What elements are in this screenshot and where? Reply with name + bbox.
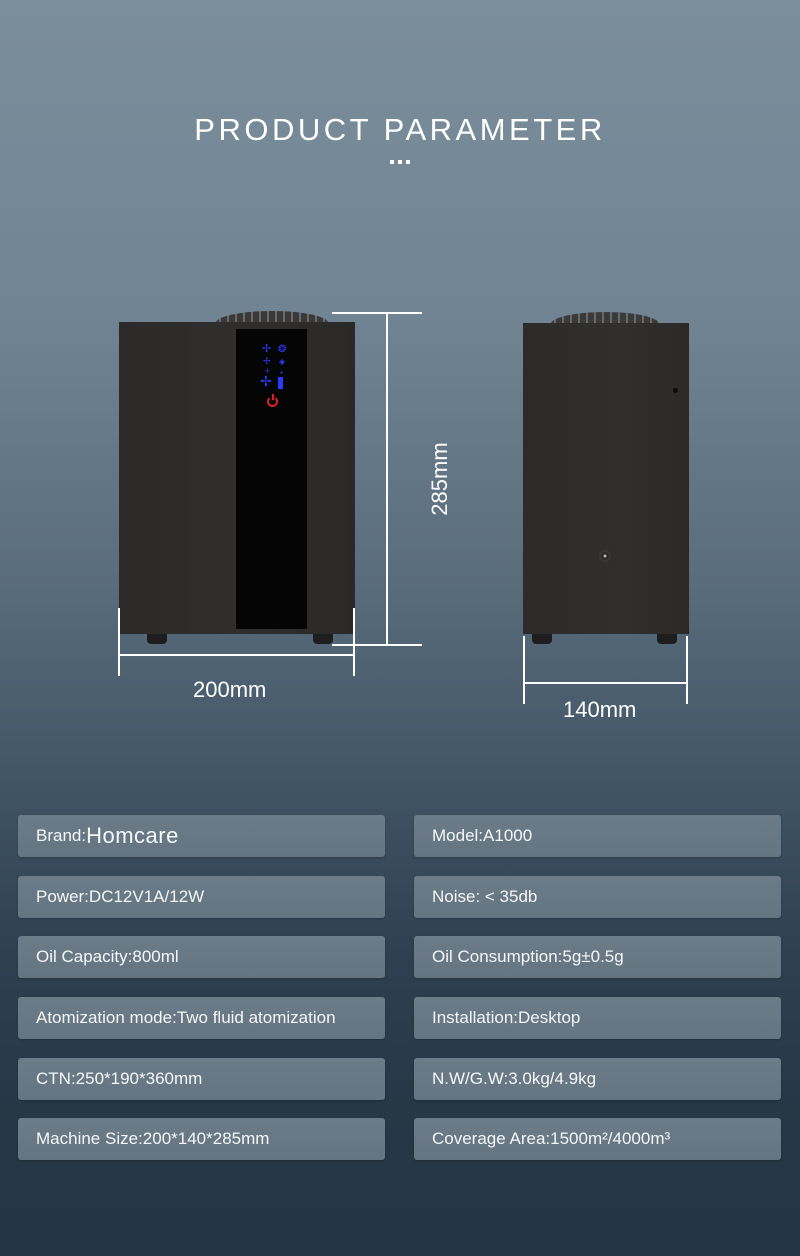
depth-dim-label: 140mm — [563, 697, 637, 722]
panel-icon-group: ✢ ✢ ✢ ✢ ❂ ◉ ● — [258, 343, 288, 407]
spec-atomization-mode: Atomization mode:Two fluid atomization — [18, 997, 385, 1039]
spec-brand: Brand:Homcare — [18, 815, 385, 857]
spec-label: N.W/G.W: — [432, 1069, 509, 1088]
control-panel: ✢ ✢ ✢ ✢ ❂ ◉ ● — [236, 329, 307, 629]
spec-oil-consumption: Oil Consumption:5g±0.5g — [414, 936, 781, 978]
width-dim-left-tick — [118, 608, 120, 676]
spec-label: Oil Consumption: — [432, 947, 563, 966]
spec-label: Coverage Area: — [432, 1129, 551, 1148]
device-foot — [657, 634, 677, 644]
spec-label: Brand: — [36, 826, 87, 845]
device-foot — [532, 634, 552, 644]
spec-label: Machine Size: — [36, 1129, 143, 1148]
depth-dim-left-tick — [523, 636, 525, 704]
power-icon — [267, 394, 278, 407]
mist-level-low-icon: ● — [280, 370, 284, 376]
device-foot — [147, 634, 167, 644]
height-dim-top-tick — [332, 312, 422, 314]
spec-value: 200*140*285mm — [142, 1129, 270, 1148]
front-fan-grille — [216, 311, 328, 323]
width-dim-line — [118, 654, 355, 656]
spec-machine-size: Machine Size:200*140*285mm — [18, 1118, 385, 1160]
spec-label: Oil Capacity: — [36, 947, 133, 966]
depth-dim-line — [523, 682, 688, 684]
spec-value: 5g±0.5g — [562, 947, 624, 966]
fan-high-icon: ✢ — [262, 343, 272, 355]
spec-label: Model: — [432, 826, 484, 845]
fan-low-icon: ✢ — [265, 369, 271, 375]
fan-large-icon: ✢ — [260, 373, 272, 389]
side-fan-grille — [551, 312, 659, 324]
spec-label: Atomization mode: — [36, 1008, 177, 1027]
spec-value: Desktop — [518, 1008, 581, 1027]
spec-installation: Installation:Desktop — [414, 997, 781, 1039]
spec-power: Power:DC12V1A/12W — [18, 876, 385, 918]
mist-level-icon: ❂ — [278, 344, 287, 355]
spec-value: A1000 — [483, 826, 533, 845]
spec-value: 3.0kg/4.9kg — [508, 1069, 597, 1088]
spec-weight: N.W/G.W:3.0kg/4.9kg — [414, 1058, 781, 1100]
device-foot — [313, 634, 333, 644]
spec-coverage-area: Coverage Area:1500m²/4000m³ — [414, 1118, 781, 1160]
title-decoration-dots — [0, 160, 800, 164]
spec-model: Model:A1000 — [414, 815, 781, 857]
spec-value: Homcare — [86, 823, 179, 848]
spec-label: Noise: — [432, 887, 481, 906]
spec-value: DC12V1A/12W — [88, 887, 205, 906]
side-oil-port — [598, 549, 612, 563]
width-dim-label: 200mm — [193, 677, 267, 702]
oil-level-bar-icon — [278, 377, 283, 389]
spec-noise: Noise: < 35db — [414, 876, 781, 918]
spec-value: < 35db — [480, 887, 538, 906]
device-front-view: ✢ ✢ ✢ ✢ ❂ ◉ ● — [119, 322, 355, 634]
height-dim-line — [386, 312, 388, 645]
height-dim-bottom-tick — [332, 644, 422, 646]
spec-label: CTN: — [36, 1069, 76, 1088]
spec-oil-capacity: Oil Capacity:800ml — [18, 936, 385, 978]
side-screw-hole — [673, 388, 678, 393]
height-dim-label: 285mm — [427, 442, 452, 516]
page-title: PRODUCT PARAMETER — [194, 112, 606, 147]
device-side-view — [523, 323, 689, 634]
fan-medium-icon: ✢ — [263, 356, 271, 366]
depth-dim-right-tick — [686, 636, 688, 704]
spec-value: Two fluid atomization — [176, 1008, 336, 1027]
spec-value: 800ml — [132, 947, 179, 966]
spec-value: 250*190*360mm — [75, 1069, 203, 1088]
spec-ctn: CTN:250*190*360mm — [18, 1058, 385, 1100]
spec-value: 1500m²/4000m³ — [550, 1129, 671, 1148]
spec-label: Power: — [36, 887, 89, 906]
mist-level-mid-icon: ◉ — [279, 359, 286, 366]
width-dim-right-tick — [353, 608, 355, 676]
spec-label: Installation: — [432, 1008, 518, 1027]
